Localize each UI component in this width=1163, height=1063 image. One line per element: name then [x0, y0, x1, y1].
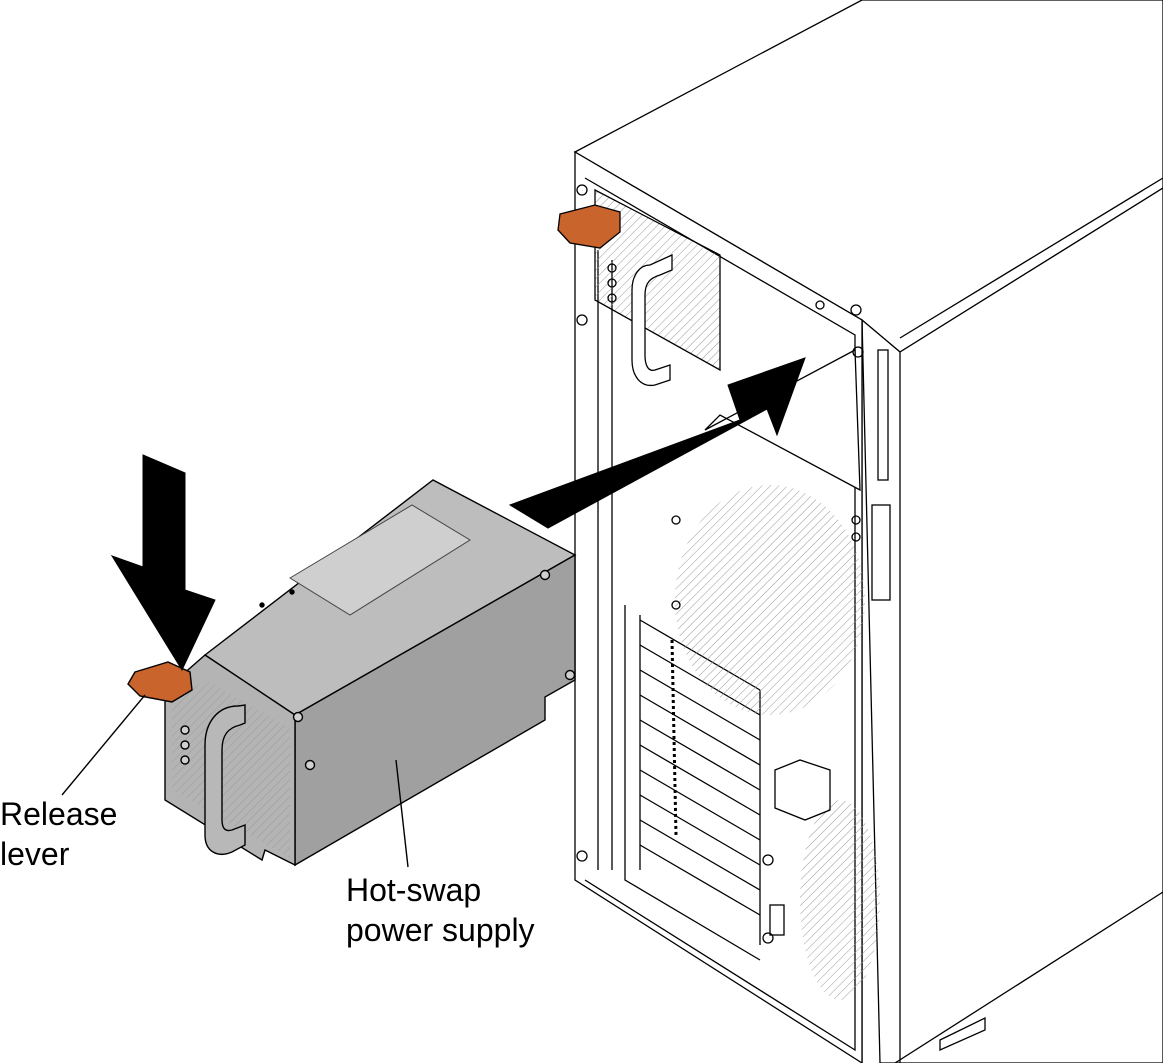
psu-label-line1: Hot-swap	[346, 872, 482, 908]
hot-swap-power-supply-label: Hot-swap power supply	[346, 870, 535, 950]
fan-vent-lower	[800, 800, 880, 1000]
fan-vent-upper	[675, 485, 865, 715]
hot-swap-power-supply	[127, 479, 577, 867]
installed-power-supply	[557, 188, 721, 387]
release-lever-label-line1: Release	[0, 796, 118, 832]
release-lever-label-line2: lever	[0, 836, 70, 872]
release-lever	[127, 661, 193, 703]
psu-handle	[204, 704, 246, 855]
release-lever-label: Release lever	[0, 794, 117, 874]
installed-psu-release-lever	[557, 204, 621, 249]
psu-leader	[395, 759, 409, 868]
server-tower	[573, 0, 1163, 1063]
release-lever-leader	[61, 694, 146, 796]
press-down-arrow	[110, 454, 216, 672]
retention-chain	[670, 639, 678, 836]
psu-label-line2: power supply	[346, 912, 535, 948]
insert-direction-arrow	[508, 357, 806, 529]
cover-latch	[774, 759, 831, 821]
